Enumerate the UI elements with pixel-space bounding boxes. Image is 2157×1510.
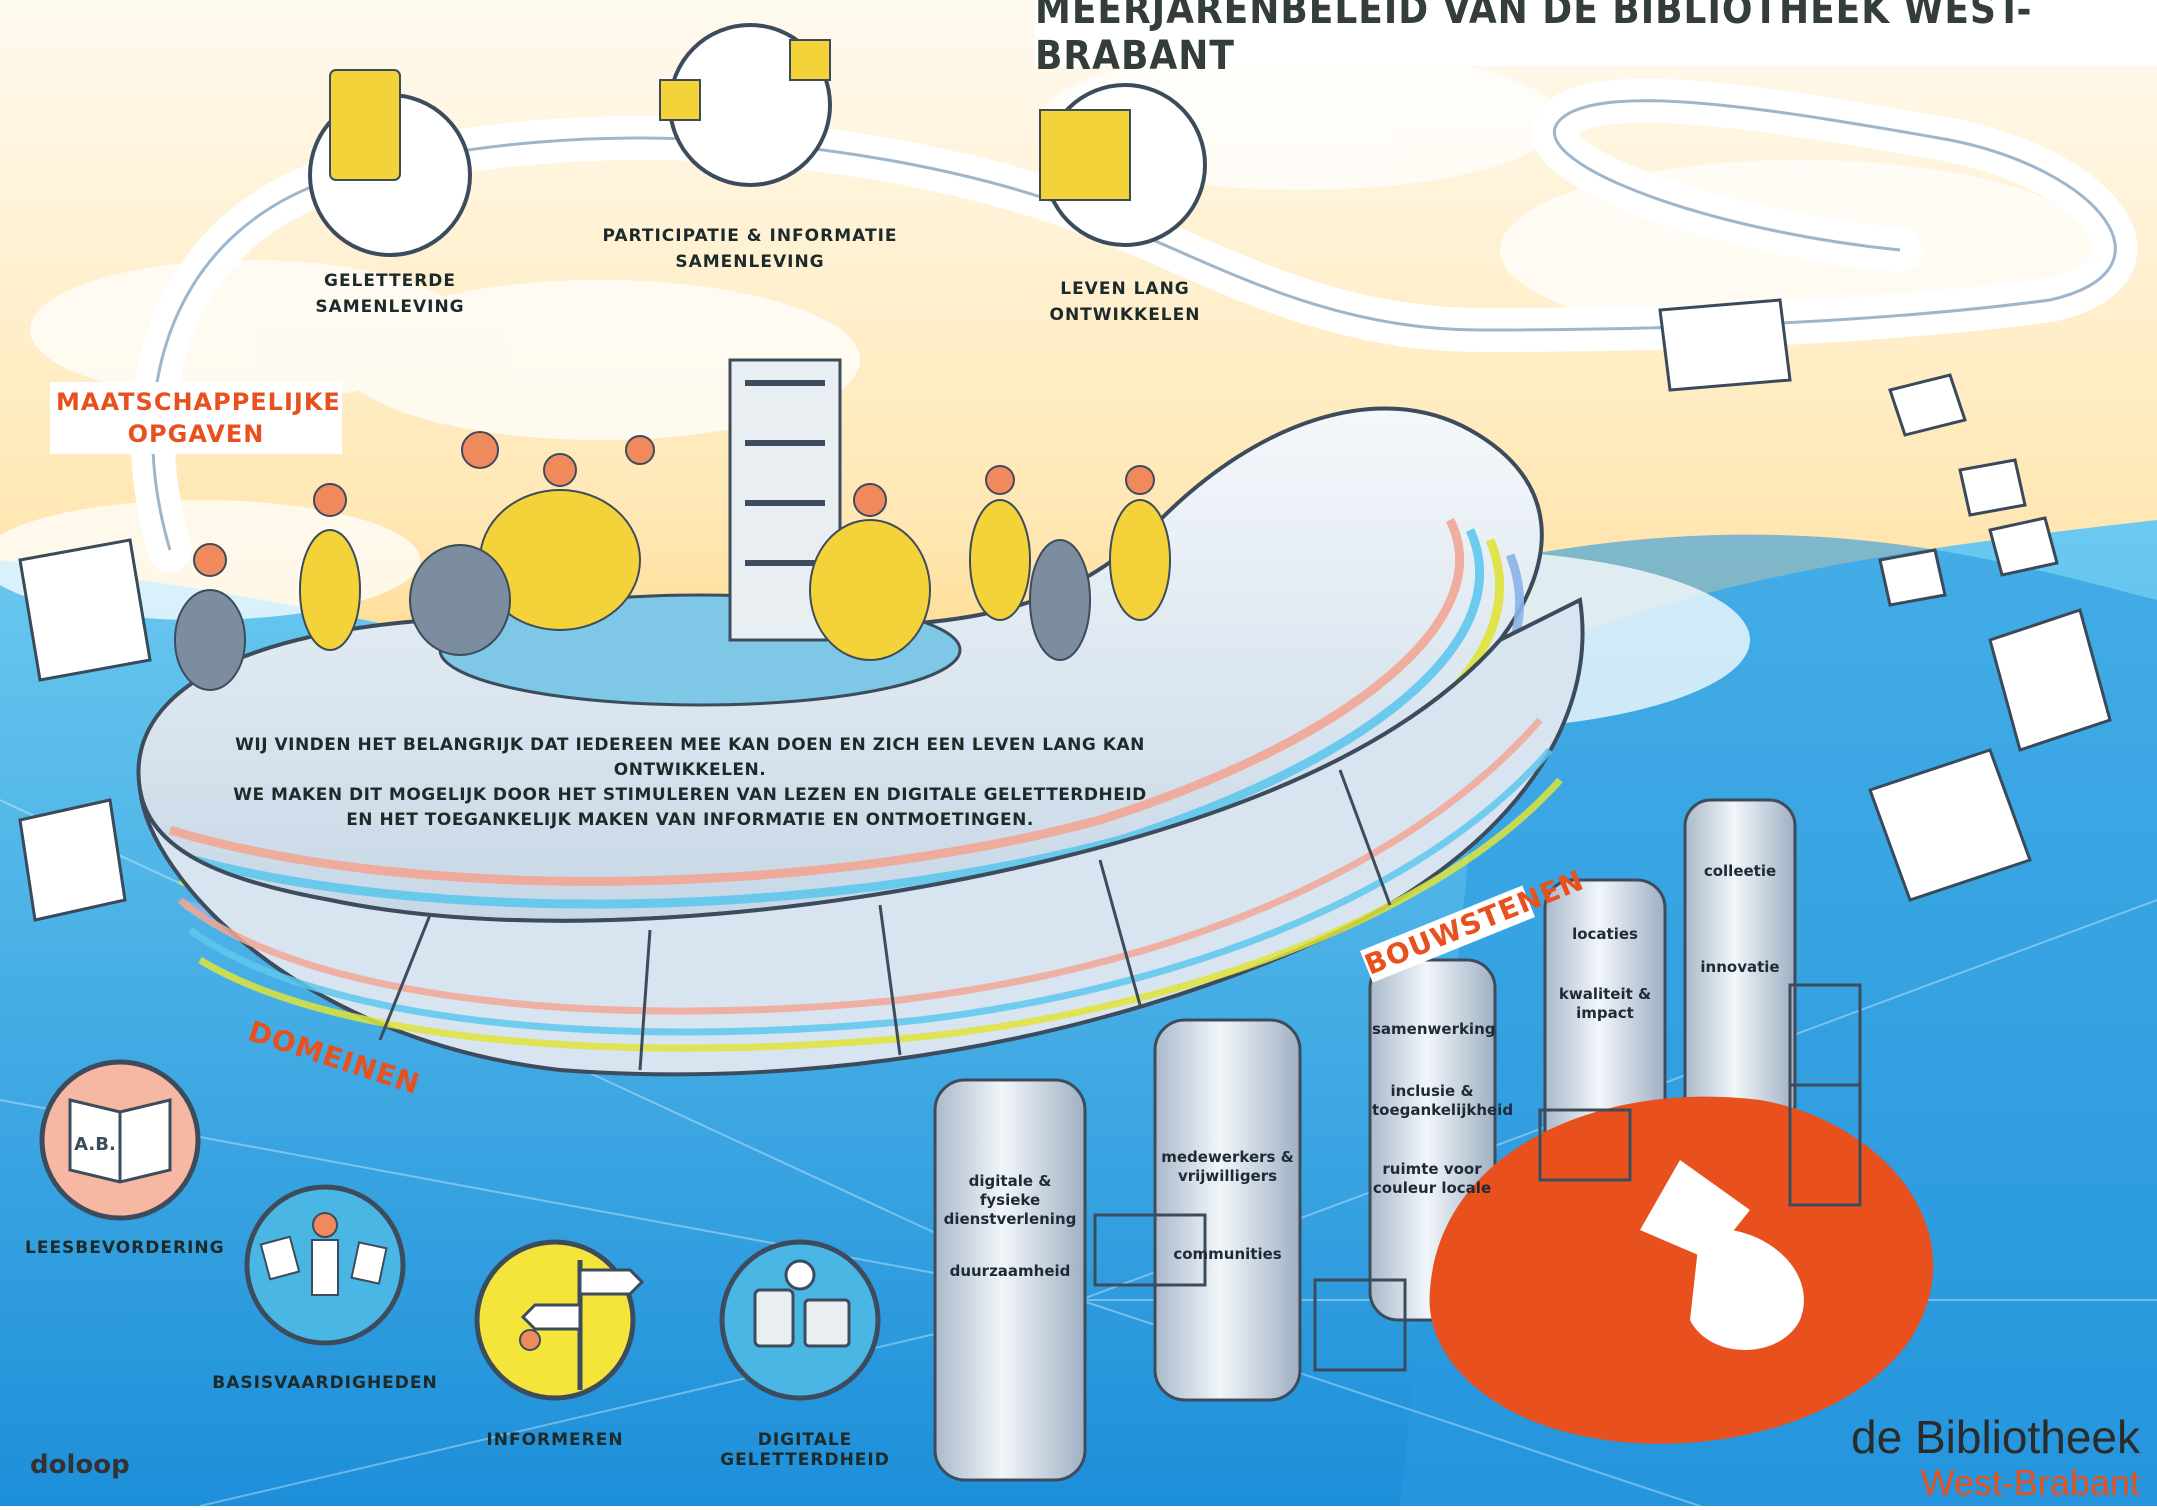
mission-line: WE MAKEN DIT MOGELIJK DOOR HET STIMULERE…	[233, 785, 1147, 805]
book-abc-icon: A.B.	[68, 1098, 172, 1184]
pillar-label: duurzaamheid	[949, 1262, 1071, 1280]
mission-line: EN HET TOEGANKELIJK MAKEN VAN INFORMATIE…	[346, 810, 1034, 830]
mission-statement: WIJ VINDEN HET BELANGRIJK DAT IEDEREEN M…	[215, 733, 1165, 833]
pillar-label: innovatie	[1700, 958, 1780, 976]
opgave-leven-lang: LEVEN LANG ONTWIKKELEN	[1049, 279, 1201, 325]
pillar-label: digitale & fysieke dienstverlening	[943, 1172, 1077, 1228]
pillar-label: ruimte voor couleur locale	[1372, 1160, 1492, 1197]
pillar-label: medewerkers & vrijwilligers	[1161, 1148, 1294, 1185]
signpost-icon	[519, 1260, 645, 1390]
domein-basisvaardigheden: BASISVAARDIGHEDEN	[212, 1373, 438, 1393]
domein-informeren: INFORMEREN	[486, 1430, 624, 1450]
person-papers-icon	[259, 1212, 388, 1296]
opgaven-tag: MAATSCHAPPELIJKE OPGAVEN	[50, 382, 342, 454]
pillar-label: communities	[1173, 1245, 1282, 1263]
pillar-label: locaties	[1572, 925, 1638, 943]
page-title: MEERJARENBELEID VAN DE BIBLIOTHEEK WEST-…	[1035, 0, 2157, 79]
pillar-label: kwaliteit & impact	[1558, 985, 1652, 1022]
pillar-label: inclusie & toegankelijkheid	[1372, 1082, 1514, 1119]
opgave-participatie: PARTICIPATIE & INFORMATIE SAMENLEVING	[602, 226, 898, 272]
opgave-geletterde-samenleving: GELETTERDE SAMENLEVING	[315, 271, 465, 317]
mission-line: WIJ VINDEN HET BELANGRIJK DAT IEDEREEN M…	[235, 735, 1145, 780]
domein-leesbevordering: LEESBEVORDERING	[25, 1238, 225, 1258]
brand-region: West-Brabant	[1920, 1462, 2140, 1503]
domein-digitale-geletterdheid: DIGITALE GELETTERDHEID	[720, 1430, 890, 1470]
brand-name: de Bibliotheek	[1851, 1411, 2140, 1463]
pillar-label: samenwerking	[1372, 1020, 1496, 1038]
pillar-label: colleetie	[1703, 862, 1777, 880]
svg-text:A.B.: A.B.	[74, 1134, 116, 1155]
artist-credit: doloop	[30, 1450, 130, 1480]
devices-icon	[753, 1259, 851, 1348]
